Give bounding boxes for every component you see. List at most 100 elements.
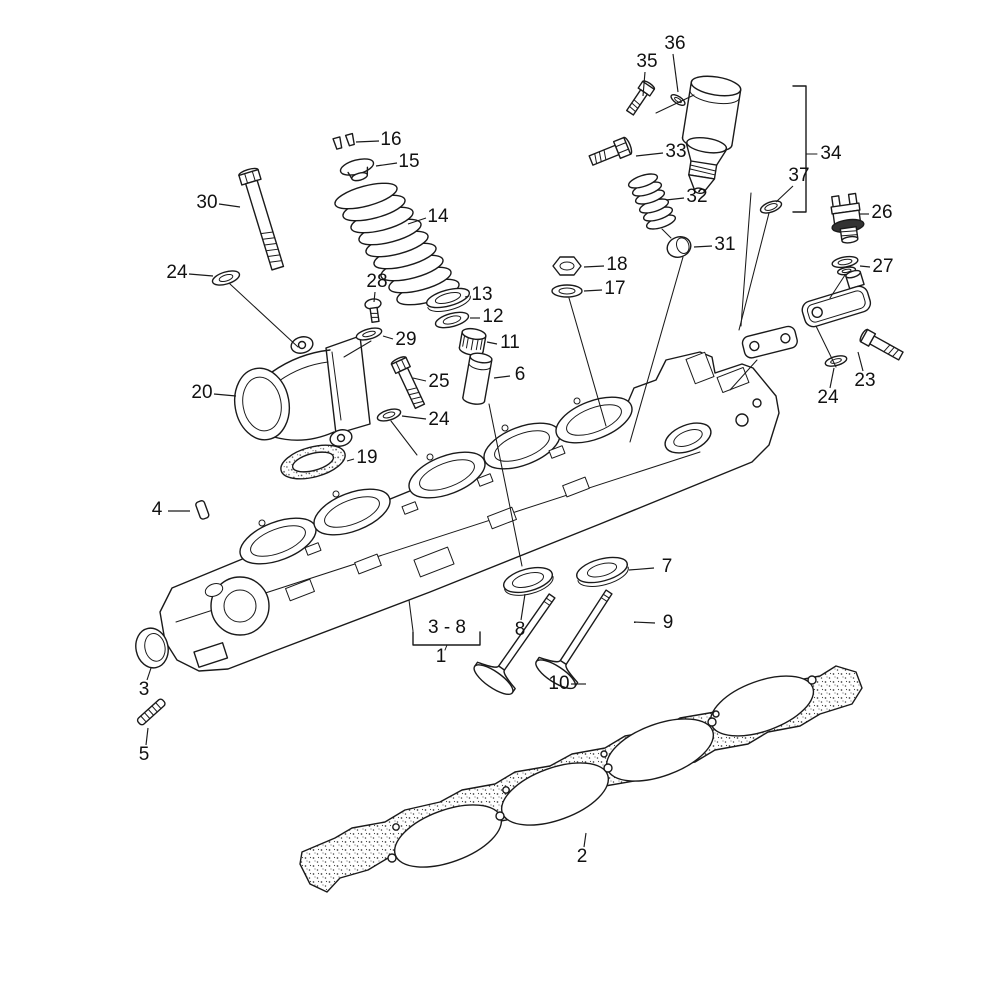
leader-line-17 bbox=[583, 289, 603, 292]
valve-10 bbox=[473, 593, 556, 695]
dowel-pin bbox=[195, 500, 210, 520]
part-label-1: 1 bbox=[436, 646, 447, 667]
leader-line-24 bbox=[829, 367, 835, 389]
part-label-4: 4 bbox=[152, 499, 163, 520]
temp-sensor-26 bbox=[830, 192, 865, 244]
water-neck bbox=[233, 335, 371, 447]
part-label-15: 15 bbox=[398, 151, 419, 172]
leader-line-20 bbox=[213, 393, 237, 397]
bracket-34 bbox=[792, 85, 818, 213]
valve-guide bbox=[462, 352, 493, 405]
leader-line-19 bbox=[346, 458, 355, 462]
washer-24-left bbox=[211, 270, 241, 286]
part-label-26: 26 bbox=[871, 202, 892, 223]
washer-24-mid bbox=[376, 408, 402, 422]
part-label-31: 31 bbox=[714, 234, 735, 255]
bolt-25 bbox=[390, 356, 426, 410]
part-label-13: 13 bbox=[471, 284, 492, 305]
bracket-1-range bbox=[408, 599, 481, 651]
part-label-2: 2 bbox=[577, 846, 588, 867]
leader-line-8 bbox=[520, 593, 526, 621]
leader-line-32 bbox=[665, 197, 685, 201]
part-label-24: 24 bbox=[428, 409, 450, 430]
washer-17 bbox=[551, 284, 583, 298]
spring-seat bbox=[425, 287, 471, 312]
spring-washer-12 bbox=[434, 311, 470, 329]
leader-line-15 bbox=[375, 162, 398, 167]
leader-line-9 bbox=[633, 621, 656, 624]
leader-line-24 bbox=[188, 273, 214, 277]
washer-29 bbox=[355, 327, 383, 341]
leader-line-27 bbox=[859, 265, 871, 268]
part-label-9: 9 bbox=[663, 612, 674, 633]
leader-line-16 bbox=[355, 140, 380, 143]
bolt-23 bbox=[859, 328, 904, 361]
part-label-30: 30 bbox=[196, 192, 217, 213]
part-label-36: 36 bbox=[664, 33, 685, 54]
leader-line-29 bbox=[382, 335, 394, 340]
part-label-5: 5 bbox=[139, 744, 150, 765]
valve-spring bbox=[334, 182, 460, 306]
leader-line-3 bbox=[146, 667, 152, 681]
leader-line-33 bbox=[635, 152, 664, 157]
leader-lines bbox=[145, 53, 871, 848]
valve-keepers bbox=[332, 132, 355, 150]
part-label-35: 35 bbox=[636, 51, 657, 72]
part-label-32: 32 bbox=[686, 186, 707, 207]
nut-18 bbox=[552, 256, 582, 276]
leader-line-13 bbox=[464, 295, 470, 298]
part-label-10: 10 bbox=[548, 673, 569, 694]
bolt-35 bbox=[626, 80, 656, 116]
leader-line-5 bbox=[145, 727, 149, 746]
part-label-25: 25 bbox=[428, 371, 449, 392]
guide-upper-11 bbox=[458, 327, 487, 356]
part-label-34: 34 bbox=[820, 143, 842, 164]
o-ring-37 bbox=[759, 200, 783, 214]
head-bolt-30 bbox=[238, 167, 285, 271]
part-label-6: 6 bbox=[515, 364, 526, 385]
spring-washer-8 bbox=[502, 566, 554, 596]
part-label-29: 29 bbox=[395, 329, 416, 350]
leader-line-35 bbox=[642, 71, 646, 97]
part-label-14: 14 bbox=[427, 206, 449, 227]
leader-line-30 bbox=[218, 203, 241, 208]
part-label-37: 37 bbox=[788, 165, 809, 186]
chain-tensioner-34 bbox=[681, 75, 742, 194]
leader-line-14 bbox=[407, 217, 427, 225]
end-cap bbox=[135, 627, 169, 669]
part-label-18: 18 bbox=[606, 254, 627, 275]
cup-plug-31 bbox=[666, 236, 692, 258]
leader-line-11 bbox=[486, 341, 498, 345]
diagram-drawing bbox=[135, 75, 904, 893]
part-label-19: 19 bbox=[356, 447, 377, 468]
leader-line-23 bbox=[857, 351, 864, 372]
tensioner-bracket bbox=[801, 269, 872, 328]
bolt-28 bbox=[364, 298, 382, 324]
guide-bracket bbox=[741, 325, 798, 359]
cylinder-head bbox=[159, 351, 780, 672]
spring-retainer bbox=[339, 158, 375, 182]
part-label-20: 20 bbox=[191, 382, 212, 403]
leader-line-28 bbox=[373, 291, 376, 303]
part-label-17: 17 bbox=[604, 278, 625, 299]
leader-line-31 bbox=[693, 245, 713, 248]
leader-line-24 bbox=[401, 415, 427, 420]
part-label-24: 24 bbox=[817, 387, 839, 408]
washer-24-right bbox=[824, 355, 848, 367]
tensioner-spring bbox=[627, 173, 677, 230]
leader-line-36 bbox=[672, 53, 679, 93]
leader-line-25 bbox=[412, 377, 427, 382]
part-label-8: 8 bbox=[515, 619, 526, 640]
assembly-lines bbox=[229, 94, 846, 567]
leader-line-7 bbox=[628, 567, 655, 571]
part-label-33: 33 bbox=[665, 141, 686, 162]
part-label-12: 12 bbox=[482, 306, 503, 327]
part-label-23: 23 bbox=[854, 370, 875, 391]
leader-line-37 bbox=[775, 185, 794, 203]
head-gasket bbox=[299, 665, 863, 893]
valve-9 bbox=[535, 589, 613, 690]
water-neck-gasket bbox=[280, 444, 346, 480]
